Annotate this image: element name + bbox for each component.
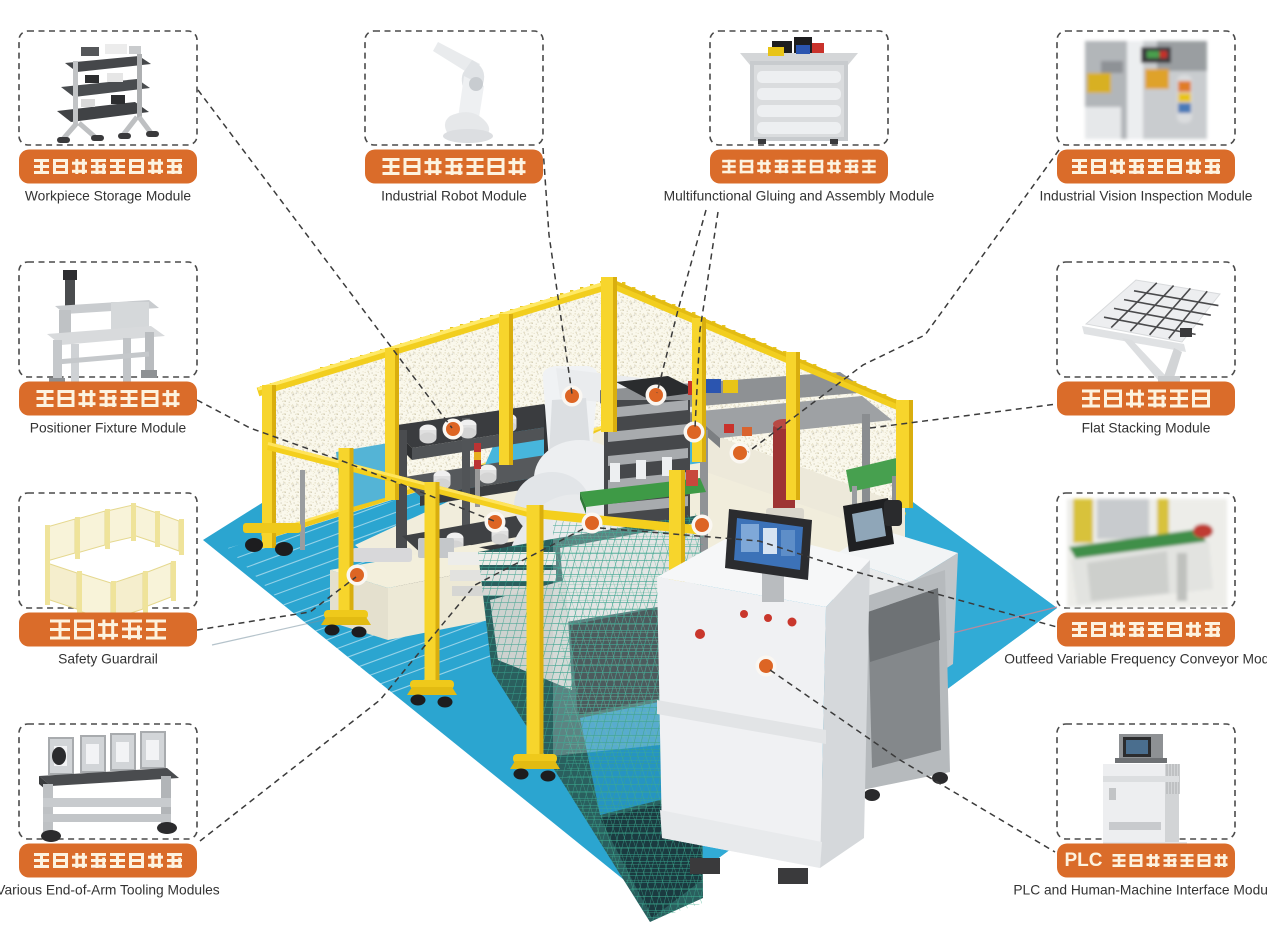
svg-text:PLC: PLC [1065, 850, 1103, 871]
svg-text:Multifunctional Gluing and Ass: Multifunctional Gluing and Assembly Modu… [664, 189, 935, 204]
svg-text:Industrial Vision Inspection M: Industrial Vision Inspection Module [1040, 189, 1253, 204]
svg-text:Workpiece Storage Module: Workpiece Storage Module [25, 189, 191, 204]
svg-text:Flat Stacking Module: Flat Stacking Module [1082, 421, 1211, 436]
svg-text:Safety Guardrail: Safety Guardrail [58, 652, 158, 667]
svg-text:Outfeed Variable Frequency Con: Outfeed Variable Frequency Conveyor Modu… [1004, 652, 1267, 667]
svg-text:PLC and Human-Machine Interfac: PLC and Human-Machine Interface Module [1013, 883, 1267, 898]
svg-text:Industrial Robot Module: Industrial Robot Module [381, 189, 527, 204]
svg-text:Positioner Fixture Module: Positioner Fixture Module [30, 421, 187, 436]
svg-text:Various End-of-Arm Tooling Mod: Various End-of-Arm Tooling Modules [0, 883, 220, 898]
